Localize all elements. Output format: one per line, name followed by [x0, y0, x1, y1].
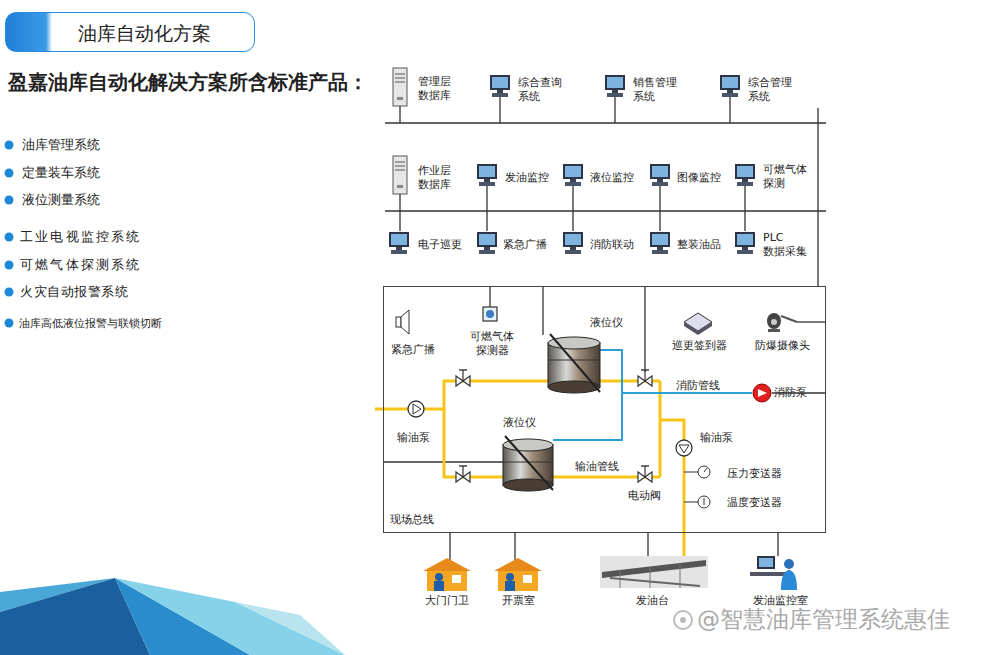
device-label: 输油泵 — [700, 431, 733, 445]
bullet-item: 油库高低液位报警与联锁切断 — [19, 317, 162, 330]
device-label: 液位仪 — [590, 316, 623, 330]
device-label: 紧急广播 — [391, 343, 435, 357]
device-label: 防爆摄像头 — [755, 339, 810, 353]
device-label: 消防联动 — [590, 238, 634, 252]
device-label: 输油泵 — [397, 431, 430, 445]
device-label: 大门门卫 — [412, 594, 482, 608]
device-label: 电动阀 — [628, 489, 661, 503]
device-label: 开票室 — [483, 594, 553, 608]
device-label: 作业层 数据库 — [418, 164, 458, 192]
bullet-item: 液位测量系统 — [22, 192, 100, 208]
device-label: 可燃气体 探测 — [763, 163, 815, 191]
device-label: 销售管理 系统 — [633, 76, 689, 104]
bullet-item: 火灾自动报警系统 — [20, 284, 128, 300]
device-label: 消防泵 — [774, 386, 807, 400]
bullet-item: 油库管理系统 — [22, 137, 100, 153]
device-label: 输油管线 — [575, 460, 619, 474]
device-label: 温度变送器 — [727, 496, 782, 510]
device-label: 发油台 — [617, 594, 687, 608]
device-label: 液位仪 — [503, 416, 536, 430]
device-label: 图像监控 — [677, 171, 721, 185]
device-label: 综合管理 系统 — [748, 76, 804, 104]
title-text: 油库自动化方案 — [78, 21, 211, 47]
device-label: 管理层 数据库 — [418, 75, 458, 103]
device-label: 巡更签到器 — [672, 339, 727, 353]
bullet-item: 可燃气体探测系统 — [20, 257, 142, 273]
device-label: 可燃气体 探测器 — [460, 330, 524, 358]
bullet-item: 定量装车系统 — [22, 165, 100, 181]
bullet-item: 工业电视监控系统 — [20, 229, 142, 245]
watermark: @智慧油库管理系统惠佳 — [697, 605, 950, 634]
device-label: 消防管线 — [676, 379, 720, 393]
node-label: 现场总线 — [390, 512, 434, 527]
device-label: 整装油品 — [677, 238, 721, 252]
device-label: 电子巡更 — [418, 238, 462, 252]
section-heading: 盈嘉油库自动化解决方案所含标准产品： — [8, 70, 368, 95]
device-label: 紧急广播 — [503, 238, 547, 252]
title-tab: 油库自动化方案 — [5, 12, 255, 52]
device-label: 压力变送器 — [727, 467, 782, 481]
device-label: PLC 数据采集 — [763, 231, 815, 259]
device-label: 发油监控 — [505, 171, 549, 185]
device-label: 液位监控 — [590, 171, 634, 185]
device-label: 发油监控室 — [745, 594, 815, 608]
device-label: 综合查询 系统 — [518, 76, 574, 104]
